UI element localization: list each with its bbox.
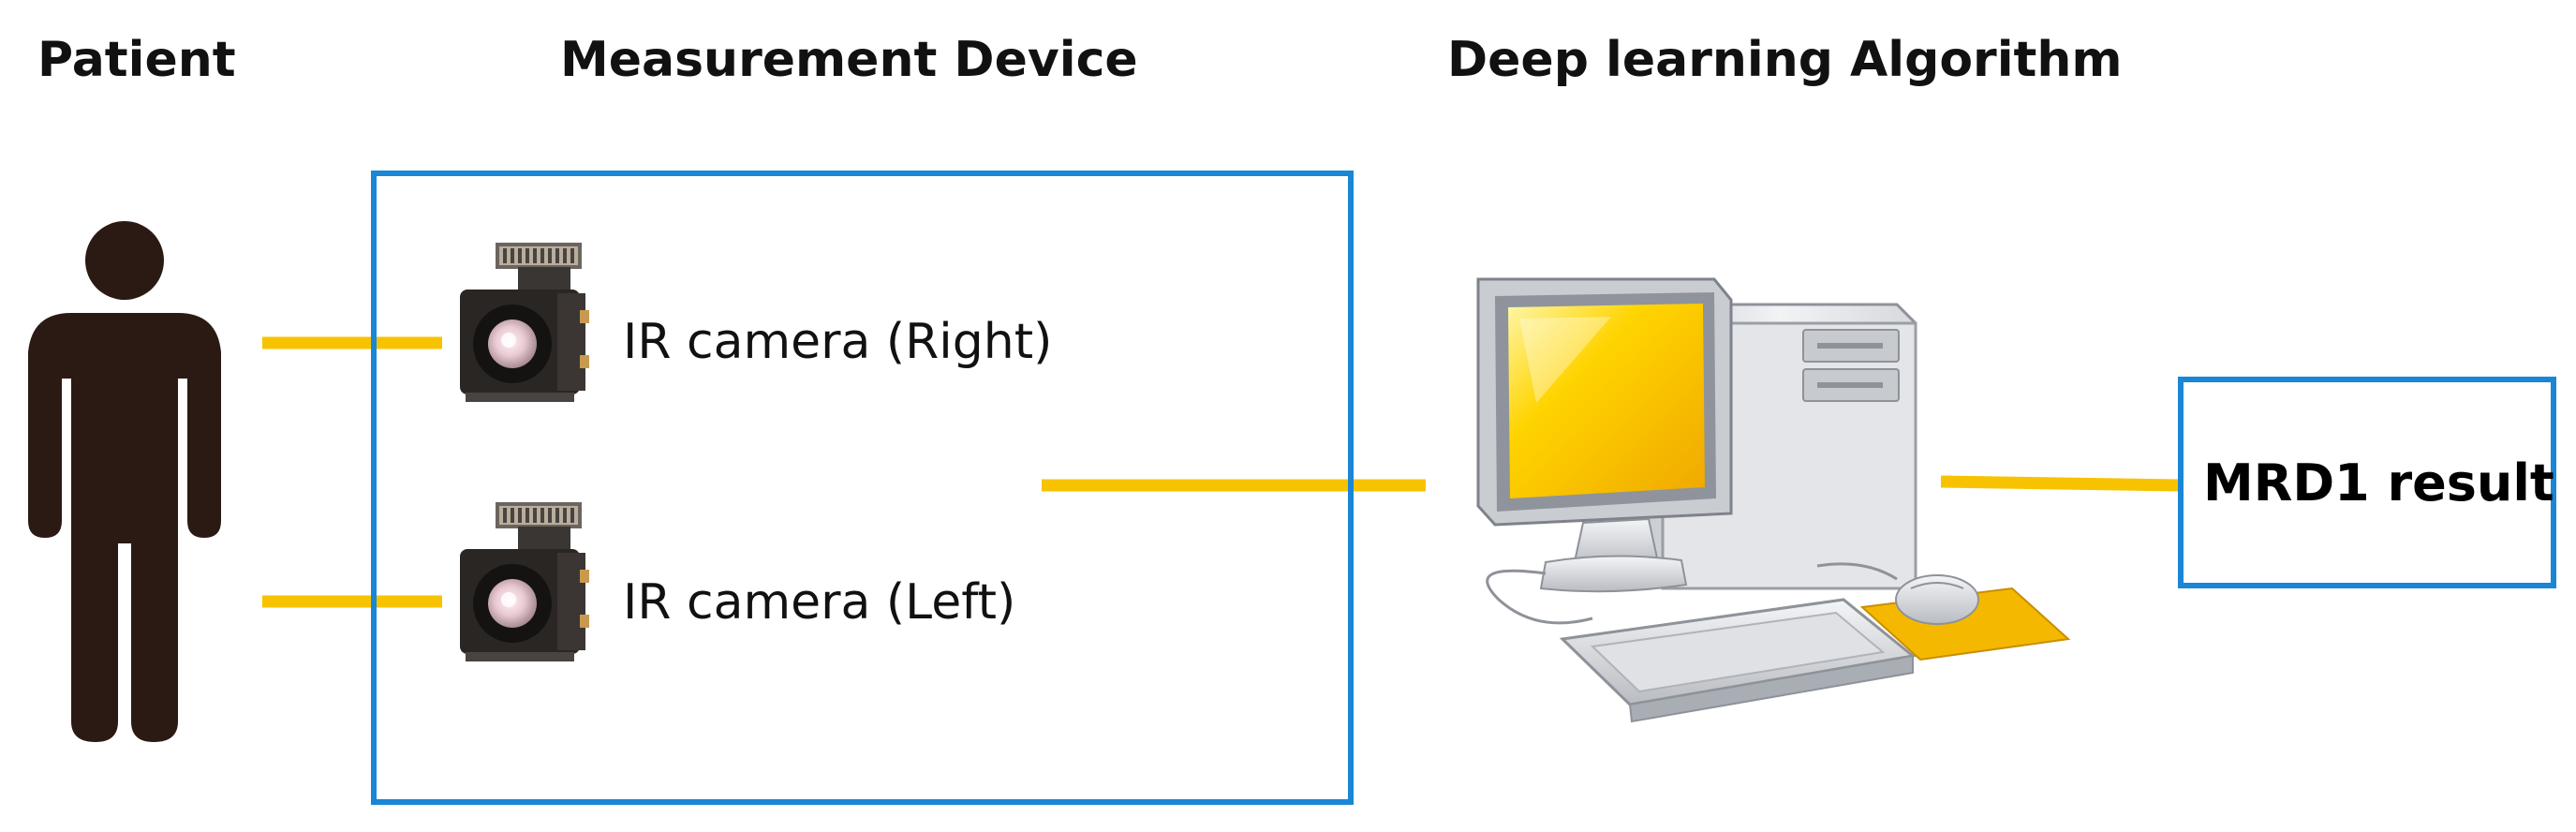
connector-lines [262,336,2182,608]
measurement-device-box [371,171,1354,805]
computer-mouse [1816,562,1979,625]
result-box [2178,377,2556,588]
computer-monitor [1476,277,1733,593]
computer-cable [1486,569,1593,625]
heading-deep-learning-algorithm: Deep learning Algorithm [1447,32,2123,88]
ir-camera-module-icon [460,502,589,661]
heading-measurement-device: Measurement Device [560,32,1138,88]
connector-computer-result [1940,475,2182,492]
label-mrd1-result: MRD1 result [2203,453,2554,513]
ir-camera-module-icon [460,243,589,402]
label-ir-camera-left: IR camera (Left) [623,574,1016,631]
label-ir-camera-right: IR camera (Right) [623,314,1053,370]
person-icon [28,221,221,742]
monitor-screen [1508,304,1705,498]
computer-keyboard [1559,598,1917,723]
heading-patient: Patient [37,32,236,88]
desktop-computer-icon [1476,277,2071,723]
